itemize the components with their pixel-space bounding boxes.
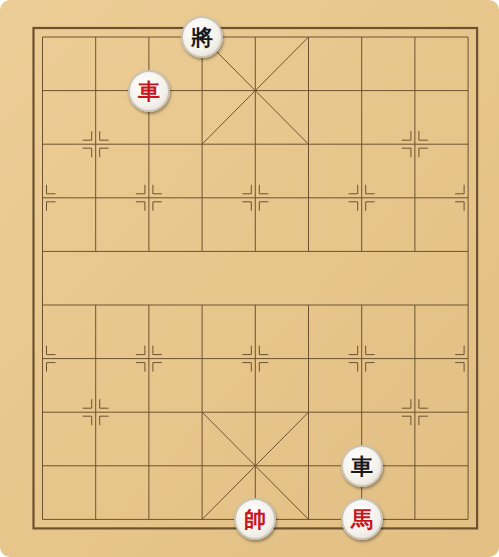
grid-line xyxy=(414,37,415,251)
grid-line xyxy=(414,305,415,519)
board-grid xyxy=(34,28,478,528)
position-marker xyxy=(83,416,92,425)
position-marker xyxy=(419,148,428,157)
position-marker xyxy=(349,185,358,194)
grid-line xyxy=(361,37,362,251)
position-marker xyxy=(419,399,428,408)
position-marker xyxy=(455,185,464,194)
grid-line xyxy=(202,37,308,144)
position-marker xyxy=(366,202,375,211)
position-marker xyxy=(136,202,145,211)
chess-piece: 帥 xyxy=(234,498,276,540)
position-marker xyxy=(366,363,375,372)
piece-label: 將 xyxy=(191,26,213,48)
position-marker xyxy=(242,346,251,355)
piece-label: 馬 xyxy=(351,508,373,530)
position-marker xyxy=(136,346,145,355)
chess-piece: 馬 xyxy=(341,498,383,540)
grid-line xyxy=(148,305,149,519)
grid-line xyxy=(202,37,308,144)
grid-line xyxy=(95,305,96,519)
grid-line xyxy=(42,37,43,519)
position-marker xyxy=(136,363,145,372)
position-marker xyxy=(83,399,92,408)
grid-line xyxy=(255,305,256,519)
position-marker xyxy=(153,363,162,372)
position-marker xyxy=(419,416,428,425)
position-marker xyxy=(136,185,145,194)
grid-line xyxy=(95,37,96,251)
position-marker xyxy=(419,131,428,140)
position-marker xyxy=(366,346,375,355)
grid-line xyxy=(255,37,256,251)
position-marker xyxy=(455,346,464,355)
chess-piece: 將 xyxy=(181,16,223,58)
position-marker xyxy=(349,346,358,355)
position-marker xyxy=(402,148,411,157)
grid-line xyxy=(361,305,362,519)
position-marker xyxy=(153,185,162,194)
position-marker xyxy=(83,131,92,140)
piece-label: 車 xyxy=(351,455,373,477)
position-marker xyxy=(402,131,411,140)
piece-label: 帥 xyxy=(244,508,266,530)
position-marker xyxy=(259,185,268,194)
position-marker xyxy=(100,148,109,157)
position-marker xyxy=(366,185,375,194)
position-marker xyxy=(259,346,268,355)
position-marker xyxy=(47,363,56,372)
position-marker xyxy=(455,363,464,372)
position-marker xyxy=(259,202,268,211)
grid-line xyxy=(468,37,469,519)
position-marker xyxy=(349,363,358,372)
position-marker xyxy=(100,399,109,408)
position-marker xyxy=(259,363,268,372)
position-marker xyxy=(402,416,411,425)
position-marker xyxy=(47,185,56,194)
position-marker xyxy=(47,202,56,211)
position-marker xyxy=(83,148,92,157)
position-marker xyxy=(242,202,251,211)
chess-piece: 車 xyxy=(341,445,383,487)
position-marker xyxy=(100,416,109,425)
chess-piece: 車 xyxy=(128,70,170,112)
piece-label: 車 xyxy=(138,80,160,102)
position-marker xyxy=(402,399,411,408)
position-marker xyxy=(349,202,358,211)
position-marker xyxy=(153,346,162,355)
position-marker xyxy=(100,131,109,140)
position-marker xyxy=(47,346,56,355)
position-marker xyxy=(455,202,464,211)
board-frame xyxy=(34,28,478,528)
position-marker xyxy=(153,202,162,211)
position-marker xyxy=(242,363,251,372)
position-marker xyxy=(242,185,251,194)
